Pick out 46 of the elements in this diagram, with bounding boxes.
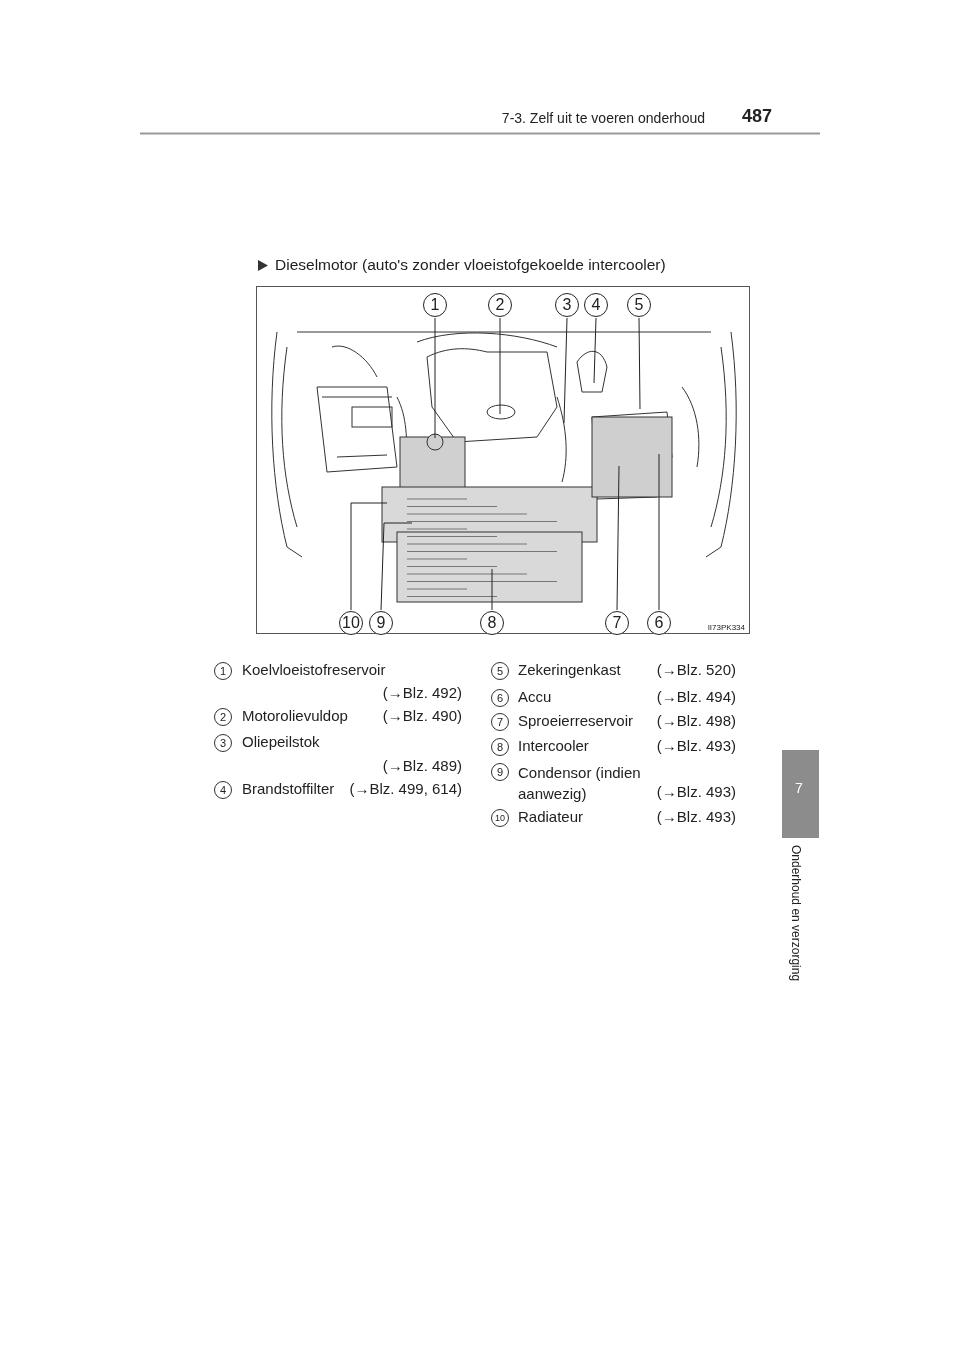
callout-number: 2: [488, 293, 512, 317]
part-name: Sproeierreservoir: [518, 712, 634, 729]
page-reference: (→Blz. 520): [656, 661, 736, 678]
part-name: Koelvloeistofreservoir: [242, 661, 386, 678]
page-reference: (→Blz. 493): [656, 783, 736, 800]
leader-line: [593, 317, 597, 384]
part-name: Motorolievuldop: [242, 707, 348, 724]
callout-number: 9: [369, 611, 393, 635]
callout-number: 6: [647, 611, 671, 635]
callout-number: 5: [627, 293, 651, 317]
chapter-title: Onderhoud en verzorging: [789, 845, 803, 982]
leader-line: [350, 502, 388, 611]
leader-line: [380, 522, 413, 611]
leader-line: [616, 465, 620, 611]
callout-number: 3: [555, 293, 579, 317]
callout-number: 8: [480, 611, 504, 635]
leader-line: [638, 317, 641, 410]
page-reference: (→Blz. 490): [382, 707, 462, 724]
leader-line: [434, 317, 436, 439]
part-name: Zekeringenkast: [518, 661, 621, 678]
leader-line: [499, 317, 501, 415]
callout-number: 10: [339, 611, 363, 635]
callout-number: 1: [423, 293, 447, 317]
figure-code: II73PK334: [707, 623, 745, 632]
part-name: Radiateur: [518, 808, 584, 825]
part-name: Condensor (indien aanwezig): [518, 763, 642, 804]
page-reference: (→Blz. 494): [656, 688, 736, 705]
part-name: Accu: [518, 688, 552, 705]
chapter-number: 7: [795, 780, 803, 796]
part-name: Brandstoffilter: [242, 780, 335, 797]
callout-number: 7: [605, 611, 629, 635]
section-header: 7-3. Zelf uit te voeren onderhoud: [501, 110, 705, 126]
leader-line: [491, 568, 493, 611]
callout-number: 4: [584, 293, 608, 317]
page-reference: (→Blz. 493): [656, 808, 736, 825]
leader-line: [563, 317, 568, 424]
page-reference: (→Blz. 489): [382, 757, 462, 774]
leader-line: [658, 453, 660, 611]
page-reference: (→Blz. 492): [382, 684, 462, 701]
part-name: Oliepeilstok: [242, 733, 320, 750]
page-reference: (→Blz. 498): [656, 712, 736, 729]
page-reference: (→Blz. 493): [656, 737, 736, 754]
section-title: Dieselmotor (auto's zonder vloeistofgekoelde intercooler): [275, 256, 666, 274]
part-name: Intercooler: [518, 737, 589, 754]
page-reference: (→Blz. 499, 614): [349, 780, 462, 797]
page-number: 487: [741, 106, 772, 127]
